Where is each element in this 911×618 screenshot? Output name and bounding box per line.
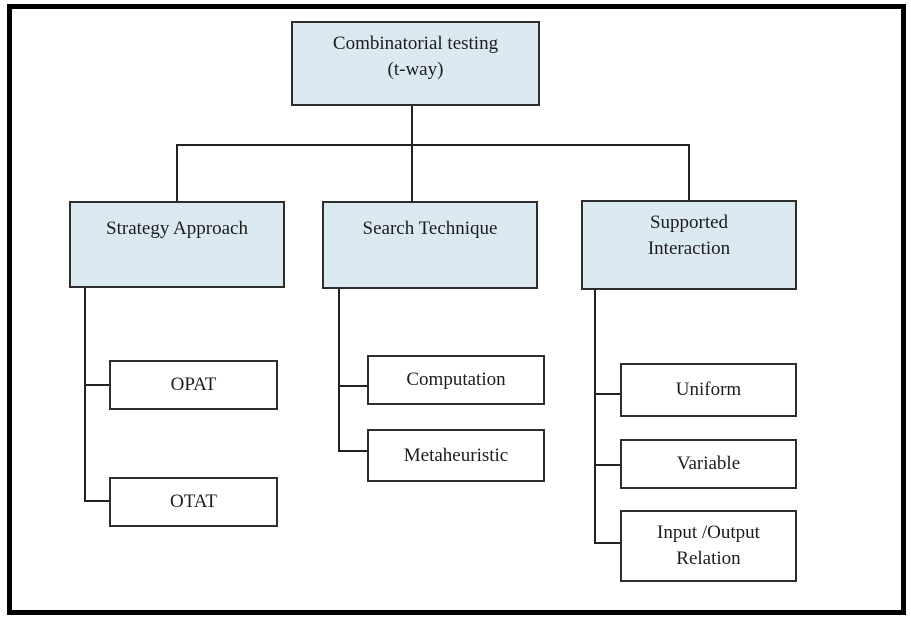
- node-uniform: Uniform: [620, 363, 797, 417]
- node-opat: OPAT: [109, 360, 278, 410]
- node-variable: Variable: [620, 439, 797, 489]
- connector-supported-vertical: [594, 290, 596, 544]
- connector-search-vertical: [338, 289, 340, 452]
- connector-branch-bar: [176, 144, 690, 146]
- connector-stub-search: [411, 144, 413, 201]
- connector-search-metaheuristic: [338, 450, 367, 452]
- node-label: Input /Output Relation: [657, 522, 760, 569]
- diagram-frame: [7, 4, 906, 615]
- node-label: Computation: [406, 369, 506, 391]
- node-combinatorial-testing: Combinatorial testing (t-way): [291, 21, 540, 106]
- node-label: Strategy Approach: [106, 218, 248, 239]
- node-label: Combinatorial testing (t-way): [332, 33, 499, 80]
- node-search-technique: Search Technique: [322, 201, 538, 289]
- connector-root-stem: [411, 106, 413, 146]
- node-label: Supported Interaction: [647, 212, 731, 259]
- node-metaheuristic: Metaheuristic: [367, 429, 545, 482]
- node-input-output-relation: Input /Output Relation: [620, 510, 797, 582]
- node-otat: OTAT: [109, 477, 278, 527]
- node-computation: Computation: [367, 355, 545, 405]
- connector-strategy-opat: [84, 384, 109, 386]
- connector-stub-strategy: [176, 144, 178, 201]
- node-label: Search Technique: [362, 218, 498, 239]
- connector-supported-uniform: [594, 393, 620, 395]
- connector-strategy-otat: [84, 500, 109, 502]
- node-label: Metaheuristic: [403, 444, 509, 466]
- connector-strategy-vertical: [84, 288, 86, 502]
- connector-stub-supported: [688, 144, 690, 200]
- node-label: OTAT: [169, 491, 218, 513]
- connector-supported-variable: [594, 464, 620, 466]
- node-label: OPAT: [170, 374, 217, 396]
- node-label: Variable: [676, 453, 741, 475]
- connector-supported-io: [594, 542, 620, 544]
- connector-search-computation: [338, 385, 367, 387]
- node-supported-interaction: Supported Interaction: [581, 200, 797, 290]
- node-strategy-approach: Strategy Approach: [69, 201, 285, 288]
- node-label: Uniform: [675, 379, 742, 401]
